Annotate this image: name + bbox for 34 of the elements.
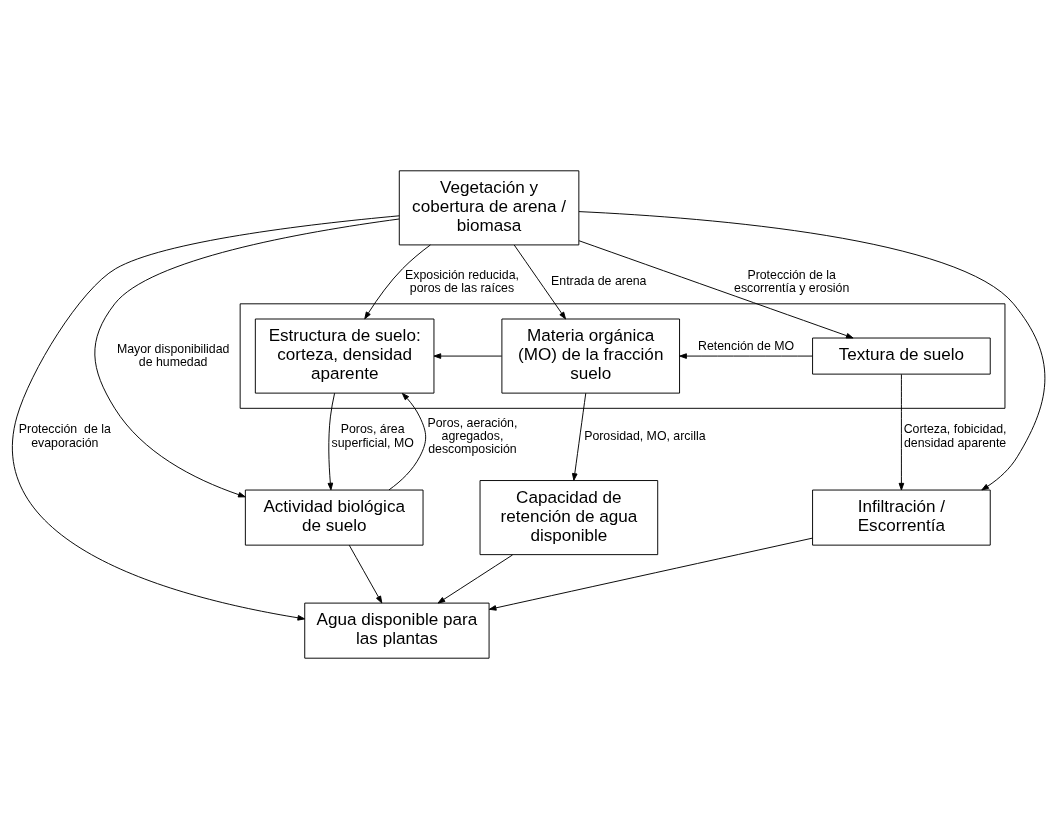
arrow bbox=[898, 373, 905, 490]
node-box: Vegetación y cobertura de arena / biomasa bbox=[398, 169, 580, 245]
edge-label: Mayor disponibilidad de humedad bbox=[116, 341, 230, 369]
edge-label: Retención de MO bbox=[698, 338, 795, 353]
node-box: Agua disponible para las plantas bbox=[304, 602, 490, 659]
edge-label: Entrada de arena bbox=[551, 273, 647, 288]
arrow bbox=[513, 244, 566, 319]
arrow bbox=[327, 392, 336, 490]
node-box: Capacidad de retención de agua disponible bbox=[479, 479, 659, 555]
arrow bbox=[578, 210, 1046, 490]
node-box: Textura de suelo bbox=[812, 337, 991, 375]
arrow bbox=[488, 537, 813, 611]
cluster bbox=[239, 302, 1006, 409]
arrow bbox=[571, 392, 587, 481]
edge-label: Protección de la evaporación bbox=[18, 421, 111, 450]
arrow bbox=[578, 239, 854, 338]
arrow bbox=[437, 553, 514, 604]
node-box: Estructura de suelo: corteza, densidad aparente bbox=[254, 318, 435, 394]
arrow bbox=[11, 214, 400, 621]
arrow bbox=[388, 392, 427, 490]
edge-label: Poros, aeración, agregados, descomposición bbox=[427, 415, 518, 456]
edge-label: Corteza, fobicidad, densidad aparente bbox=[903, 421, 1007, 450]
edge-label: Protección de la escorrentía y erosión bbox=[734, 267, 850, 295]
node-box: Materia orgánica (MO) de la fracción suelo bbox=[501, 318, 681, 394]
node-box: Actividad biológica de suelo bbox=[244, 489, 424, 546]
edge-label: Exposición reducida, poros de las raíces bbox=[405, 267, 519, 295]
arrow bbox=[679, 352, 813, 359]
edge-label: Porosidad, MO, arcilla bbox=[584, 428, 706, 443]
arrow bbox=[433, 352, 503, 359]
arrow bbox=[348, 544, 383, 603]
edge-label: Poros, área superficial, MO bbox=[331, 421, 414, 450]
arrow bbox=[364, 243, 431, 319]
arrow bbox=[94, 218, 400, 497]
node-box: Infiltración / Escorrentía bbox=[812, 489, 991, 546]
